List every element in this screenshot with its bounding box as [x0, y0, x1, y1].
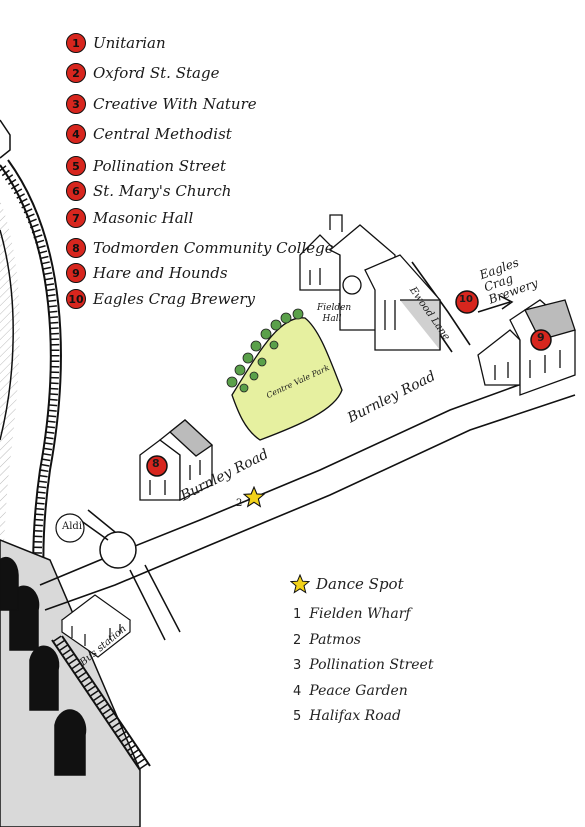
map-markers — [146, 290, 552, 477]
legend-number-badge: 4 — [66, 124, 86, 144]
park-trees — [226, 308, 304, 393]
legend-label: Central Methodist — [93, 125, 232, 143]
legend-label: Oxford St. Stage — [93, 64, 220, 82]
legend-label: Eagles Crag Brewery — [93, 290, 256, 308]
legend-label: Creative With Nature — [93, 95, 257, 113]
rail-curve-left — [0, 229, 14, 441]
legend-number-badge: 3 — [66, 94, 86, 114]
legend-number-badge: 6 — [66, 181, 86, 201]
legend-item: 5 Pollination Street — [66, 153, 226, 179]
dance-spot-heading: Dance Spot — [316, 575, 404, 593]
bus-station-building — [60, 594, 132, 658]
side-road-aldi — [79, 509, 116, 541]
fielden-hall — [299, 214, 441, 351]
roundabout — [99, 531, 137, 569]
dance-spot-label: Pollination Street — [309, 657, 434, 673]
legend-item: 8 Todmorden Community College — [66, 235, 334, 261]
legend-item: 10 Eagles Crag Brewery — [66, 286, 255, 312]
legend-item: 1 Unitarian — [66, 30, 166, 56]
legend-number-badge: 2 — [66, 63, 86, 83]
legend-label: St. Mary's Church — [93, 182, 232, 200]
legend-label: Todmorden Community College — [93, 239, 334, 257]
label-fielden-hall: Fielden Hall — [317, 303, 352, 324]
dance-spot-star-2 — [243, 486, 265, 508]
dance-spot-item: 2 Patmos — [293, 632, 361, 648]
legend-item: 9 Hare and Hounds — [66, 260, 228, 286]
embankment — [0, 200, 20, 700]
aldi-marker — [55, 513, 85, 543]
star-icon — [290, 574, 310, 594]
label-aldi: Aldi — [62, 521, 83, 532]
park-area — [231, 317, 343, 441]
dance-spot-item: 3 Pollination Street — [293, 657, 433, 673]
viaduct-rail — [51, 635, 151, 771]
dance-spot-number: 3 — [293, 658, 302, 673]
dance-spot-number: 5 — [293, 709, 302, 724]
marker-hare-hounds: 9 — [537, 331, 545, 344]
legend-number-badge: 1 — [66, 33, 86, 53]
dance-spot-number: 2 — [293, 633, 302, 648]
legend-number-badge: 7 — [66, 208, 86, 228]
legend-item: 6 St. Mary's Church — [66, 178, 231, 204]
legend-item: 2 Oxford St. Stage — [66, 60, 219, 86]
legend-item: 3 Creative With Nature — [66, 91, 257, 117]
marker-college: 8 — [152, 457, 160, 470]
dance-spot-number: 1 — [293, 607, 302, 622]
hare-hounds-building — [477, 299, 576, 396]
dance-spot-item: 1 Fielden Wharf — [293, 606, 411, 622]
dance-spot-label: Peace Garden — [309, 683, 408, 699]
dance-spot-label: Patmos — [309, 632, 361, 648]
dance-spot-label: Fielden Wharf — [309, 606, 411, 622]
side-road-bus — [129, 564, 181, 641]
dance-spot-item: 5 Halifax Road — [293, 708, 401, 724]
dance-spot-item: 4 Peace Garden — [293, 683, 408, 699]
legend-label: Pollination Street — [93, 157, 227, 175]
dance-spot-title: Dance Spot — [290, 574, 404, 594]
legend-item: 7 Masonic Hall — [66, 205, 193, 231]
legend-number-badge: 5 — [66, 156, 86, 176]
marker-brewery: 10 — [459, 294, 473, 305]
legend-number-badge: 8 — [66, 238, 86, 258]
dance-spot-number: 4 — [293, 684, 302, 699]
brewery-arrow — [477, 295, 514, 313]
legend-item: 4 Central Methodist — [66, 121, 232, 147]
legend-label: Masonic Hall — [93, 209, 194, 227]
legend-label: Hare and Hounds — [93, 264, 228, 282]
legend-number-badge: 10 — [66, 289, 86, 309]
dance-spot-star-number: 2 — [236, 498, 243, 509]
viaduct — [0, 539, 141, 827]
dance-spot-label: Halifax Road — [309, 708, 401, 724]
legend-number-badge: 9 — [66, 263, 86, 283]
building-edge-top — [0, 119, 11, 159]
legend-label: Unitarian — [93, 34, 166, 52]
